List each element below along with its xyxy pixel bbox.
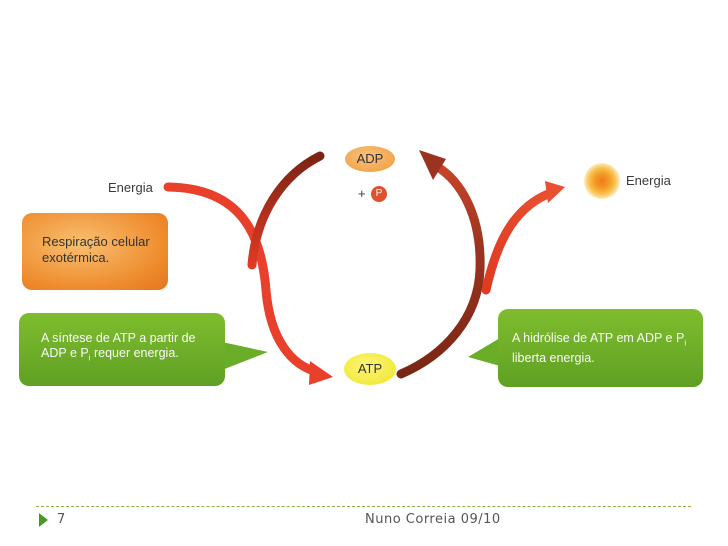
respiration-box: Respiração celular exotérmica. xyxy=(22,213,168,290)
hydrolysis-callout-tail xyxy=(468,338,500,366)
synthesis-line-2b: requer energia. xyxy=(90,346,179,360)
page-number: 7 xyxy=(57,512,66,527)
plus-sign: + xyxy=(358,186,366,201)
synthesis-line-1: A síntese de ATP a partir de xyxy=(41,331,196,345)
energy-right-label: Energia xyxy=(626,173,671,188)
phosphate-circle: P xyxy=(371,186,387,202)
synthesis-arc-arrow xyxy=(163,182,323,377)
footer-divider xyxy=(36,506,691,507)
hydrolysis-arrowhead xyxy=(419,150,446,180)
respiration-line-2: exotérmica. xyxy=(42,250,110,265)
inner-left-arc xyxy=(247,151,325,270)
synthesis-subscript: i xyxy=(88,353,91,363)
synthesis-box: A síntese de ATP a partir de ADP e Pi re… xyxy=(19,313,225,386)
energy-release-arrowhead xyxy=(545,181,565,203)
hydrolysis-box: A hidrólise de ATP em ADP e Pi liberta e… xyxy=(498,309,703,387)
footer-arrow-icon xyxy=(39,513,48,527)
synthesis-text: A síntese de ATP a partir de ADP e Pi re… xyxy=(41,331,196,366)
respiration-text: Respiração celular exotérmica. xyxy=(42,234,150,266)
synthesis-line-2a: ADP e P xyxy=(41,346,89,360)
footer-author: Nuno Correia 09/10 xyxy=(365,512,501,527)
hydrolysis-text: A hidrólise de ATP em ADP e Pi liberta e… xyxy=(512,331,686,366)
hydrolysis-subscript: i xyxy=(684,338,687,348)
hydrolysis-arc-arrow xyxy=(396,161,485,379)
energy-left-label: Energia xyxy=(108,180,153,195)
synthesis-callout-tail xyxy=(222,342,268,370)
hydrolysis-line-1: A hidrólise de ATP em ADP e P xyxy=(512,331,685,345)
hydrolysis-line-2: liberta energia. xyxy=(512,350,595,365)
sun-icon xyxy=(584,163,620,199)
synthesis-arrowhead xyxy=(309,361,333,385)
energy-release-arrow xyxy=(481,189,553,295)
respiration-line-1: Respiração celular xyxy=(42,234,150,249)
atp-molecule: ATP xyxy=(344,353,396,385)
adp-molecule: ADP xyxy=(345,146,395,172)
